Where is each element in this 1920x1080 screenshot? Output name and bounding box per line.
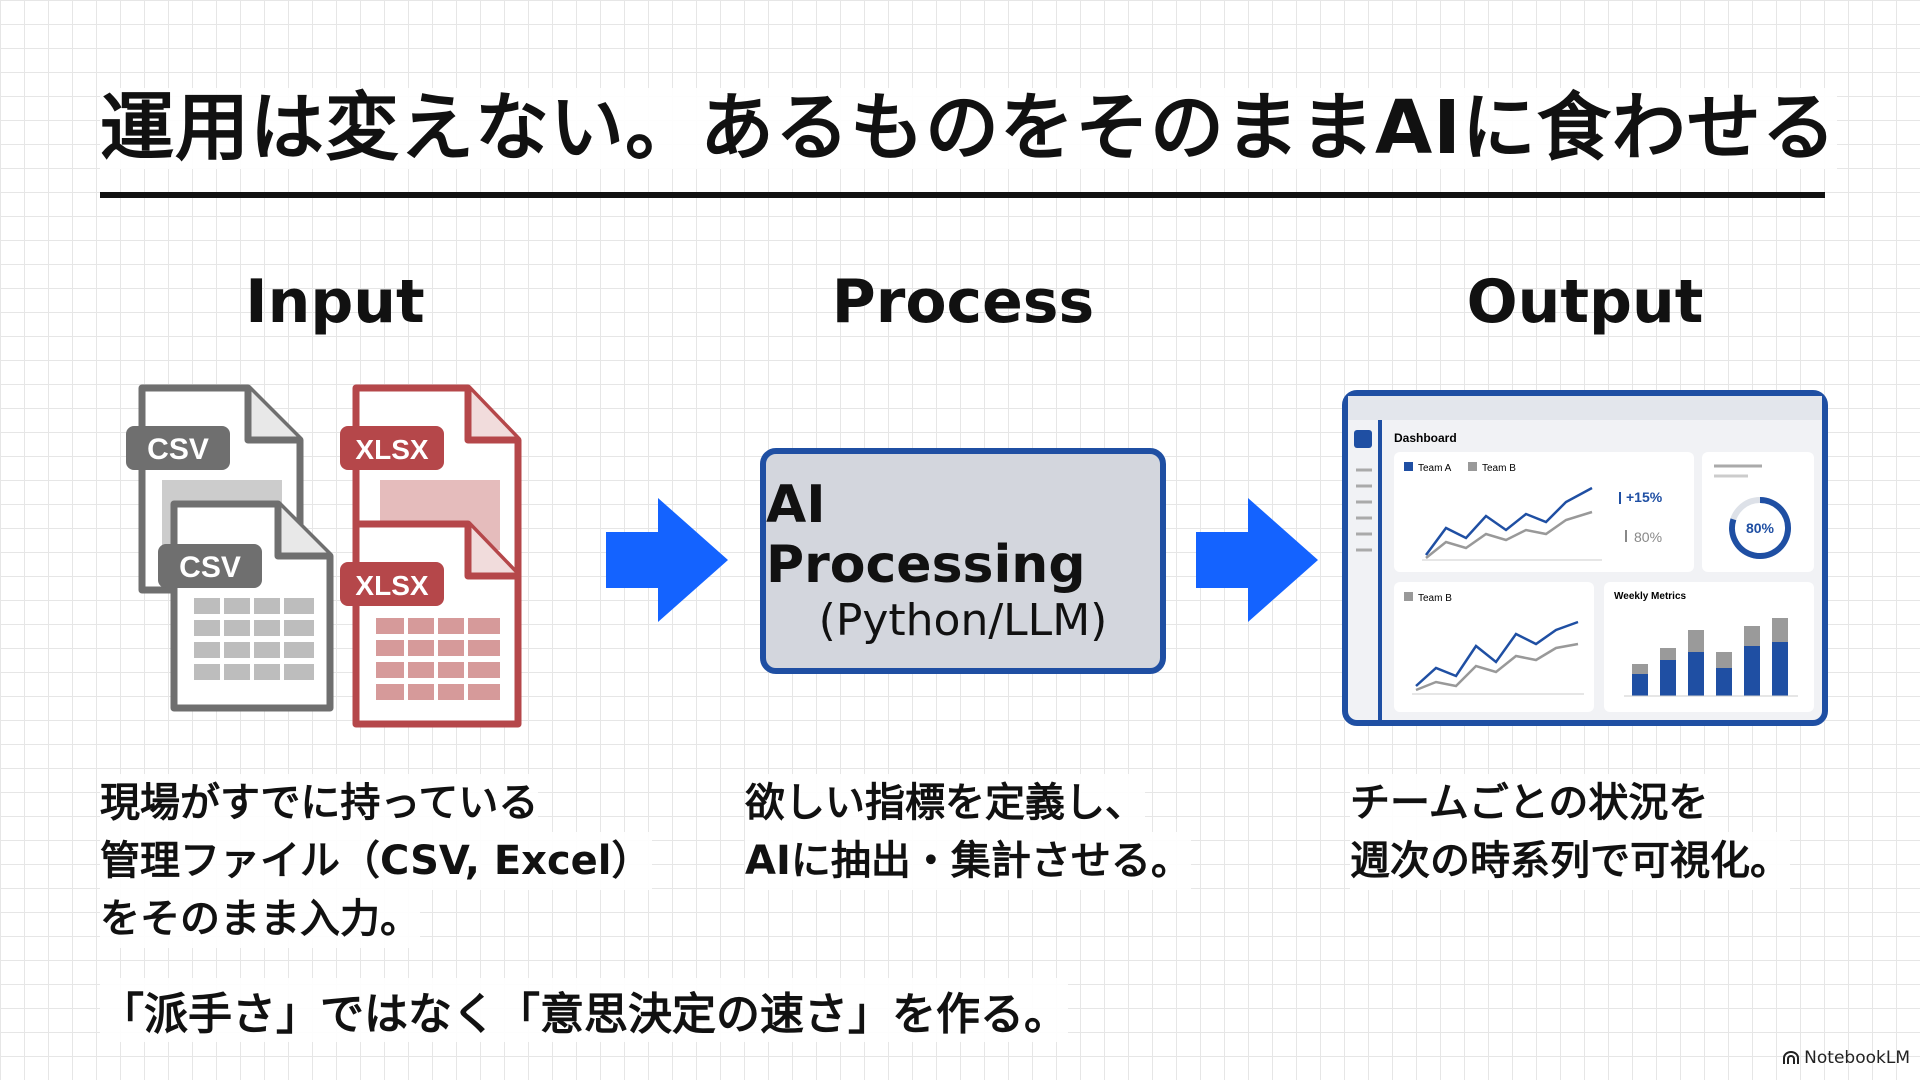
input-description-line: をそのまま入力。 bbox=[100, 890, 420, 948]
output-description-line: チームごとの状況を bbox=[1350, 774, 1709, 832]
xlsx-label-front: XLSX bbox=[355, 570, 428, 601]
legend-team-b: Team B bbox=[1482, 463, 1516, 474]
input-description: 現場がすでに持っている 管理ファイル（CSV, Excel） をそのまま入力。 bbox=[100, 774, 652, 948]
csv-file-icon: CSV bbox=[158, 500, 334, 712]
column-heading-process: Process bbox=[831, 267, 1095, 337]
tagline: 「派手さ」ではなく「意思決定の速さ」を作る。 bbox=[100, 978, 1068, 1042]
ai-processing-title: AI Processing bbox=[766, 474, 1086, 595]
input-description-line: 現場がすでに持っている bbox=[100, 774, 539, 832]
column-heading-output: Output bbox=[1466, 267, 1704, 337]
ai-processing-subtitle: (Python/LLM) bbox=[818, 594, 1108, 646]
arrow-right-icon bbox=[606, 498, 728, 622]
xlsx-file-icon: XLSX bbox=[340, 520, 522, 728]
panel-team-b-label: Team B bbox=[1418, 593, 1452, 604]
xlsx-label-back: XLSX bbox=[355, 434, 428, 465]
gauge-value: 80% bbox=[1746, 520, 1775, 536]
process-description-line: 欲しい指標を定義し、 bbox=[745, 774, 1145, 832]
brand-label: NotebookLM bbox=[1804, 1048, 1910, 1068]
legend-team-a: Team A bbox=[1418, 463, 1452, 474]
csv-label-back: CSV bbox=[147, 433, 209, 466]
output-description: チームごとの状況を 週次の時系列で可視化。 bbox=[1350, 774, 1790, 890]
brand-watermark: NotebookLM bbox=[1782, 1048, 1910, 1068]
column-heading-input: Input bbox=[245, 267, 425, 337]
process-description-line: AIに抽出・集計させる。 bbox=[745, 832, 1191, 890]
dashboard-illustration: Dashboard Team A Team B +15% 80% 80% Tea… bbox=[1342, 390, 1828, 726]
notebooklm-logo-icon bbox=[1783, 1051, 1800, 1064]
ai-processing-box: AI Processing (Python/LLM) bbox=[760, 448, 1166, 674]
dashboard-title: Dashboard bbox=[1394, 431, 1457, 445]
slide-title: 運用は変えない。あるものをそのままAIに食わせる bbox=[100, 85, 1837, 171]
dashboard-menu-icon bbox=[1354, 430, 1372, 448]
output-description-line: 週次の時系列で可視化。 bbox=[1350, 832, 1790, 890]
weekly-metrics-label: Weekly Metrics bbox=[1614, 591, 1687, 602]
input-description-line: 管理ファイル（CSV, Excel） bbox=[100, 832, 652, 890]
stat-up: +15% bbox=[1626, 489, 1663, 505]
input-files-illustration: CSV XLSX CSV XLSX bbox=[126, 384, 522, 728]
stat-secondary: 80% bbox=[1634, 529, 1662, 545]
csv-label-front: CSV bbox=[179, 551, 241, 584]
arrow-right-icon bbox=[1196, 498, 1318, 622]
title-underline bbox=[100, 192, 1825, 198]
process-description: 欲しい指標を定義し、 AIに抽出・集計させる。 bbox=[745, 774, 1191, 890]
